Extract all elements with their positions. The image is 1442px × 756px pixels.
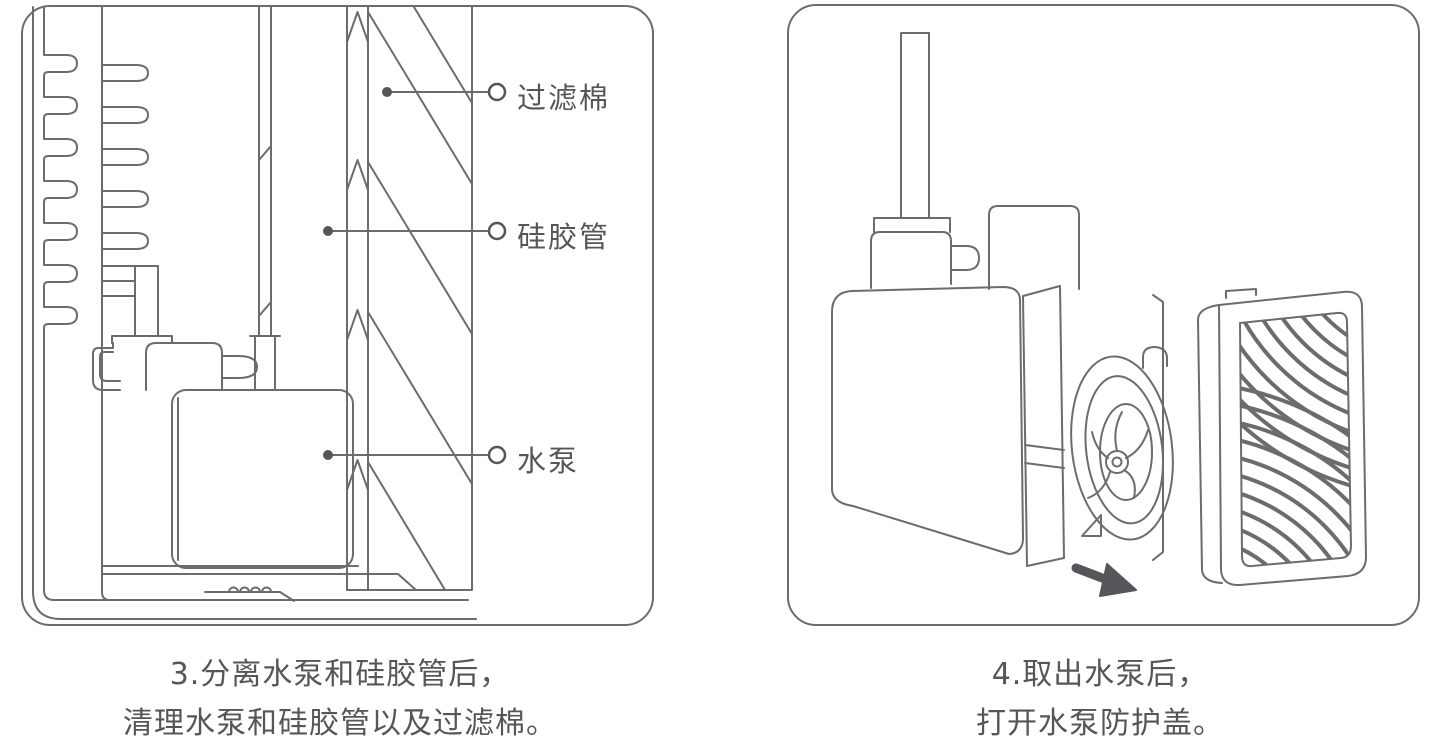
impeller [1087, 411, 1149, 499]
tank-base [102, 565, 417, 602]
inner-rib-fingers [101, 64, 149, 297]
left-caption: 3.分离水泵和硅胶管后， 清理水泵和硅胶管以及过滤棉。 [0, 650, 680, 748]
pump-front-frame [1022, 285, 1065, 567]
cross-section-diagram [21, 5, 654, 626]
left-panel-border [21, 5, 654, 626]
mount-bracket [950, 205, 1080, 290]
leader-dots [323, 82, 507, 465]
outlet-tube [900, 32, 930, 219]
silicone-tube [249, 6, 281, 390]
label-silicone-tube: 硅胶管 [517, 220, 611, 254]
label-filter-cotton: 过滤棉 [517, 81, 611, 115]
impeller-housing [1070, 294, 1174, 561]
pump-side-nub [221, 355, 258, 379]
pull-direction-arrow [1071, 563, 1137, 597]
right-caption-line2: 打开水泵防护盖。 [976, 706, 1224, 741]
tank-ribbed-wall [43, 6, 469, 601]
pump-mount-flange [92, 342, 121, 391]
pump-cap-bar [111, 335, 173, 344]
left-caption-line2: 清理水泵和硅胶管以及过滤棉。 [123, 706, 557, 741]
pump-outlet-pillar [134, 265, 159, 336]
pump-body [831, 286, 1024, 555]
right-caption: 4.取出水泵后， 打开水泵防护盖。 [770, 650, 1430, 748]
leader-lines [327, 91, 490, 456]
pump-upper-body [145, 342, 223, 391]
tube-collar [873, 217, 951, 233]
pump-main-body [171, 389, 354, 569]
flow-channel [346, 6, 369, 591]
left-caption-line1: 3.分离水泵和硅胶管后， [169, 657, 511, 692]
pump-cover-diagram [787, 4, 1420, 626]
right-caption-line1: 4.取出水泵后， [991, 657, 1209, 692]
tube-base-cap [870, 231, 952, 289]
tank-outer-shell [32, 6, 477, 620]
inner-partition-wall [101, 6, 111, 601]
label-water-pump: 水泵 [517, 444, 580, 478]
right-panel-border [787, 4, 1420, 626]
filter-cotton-column [346, 6, 473, 591]
